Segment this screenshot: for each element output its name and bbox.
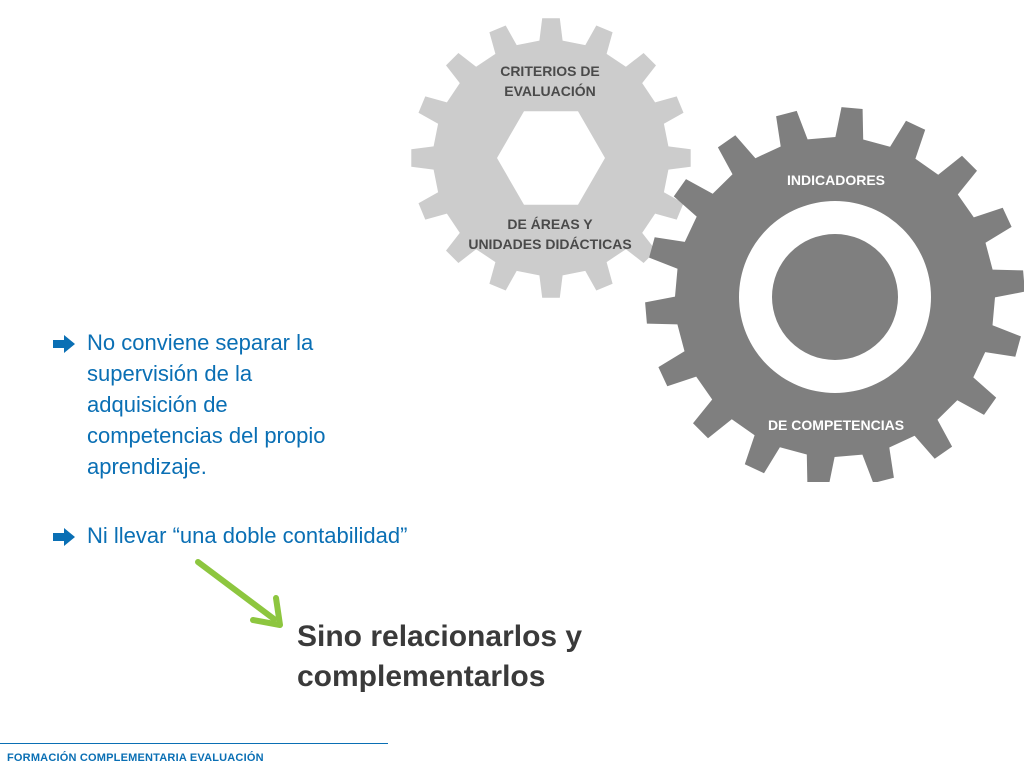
bullet-item: Ni llevar “una doble contabilidad” [52,520,407,551]
footer-title: FORMACIÓN COMPLEMENTARIA EVALUACIÓN [7,752,264,764]
bullet-item: No conviene separar la supervisión de la… [52,327,325,482]
light-gear-bottom-label-line2: UNIDADES DIDÁCTICAS [468,236,632,252]
light-gear-top-label: CRITERIOS DE EVALUACIÓN [450,61,650,101]
footer-divider [0,743,388,744]
right-arrow-icon [53,335,75,353]
bullet-text: Ni llevar “una doble contabilidad” [87,523,408,548]
conclusion-text: Sino relacionarlos y complementarlos [297,620,583,693]
light-gear-top-label-line1: CRITERIOS DE [500,63,600,79]
light-gear-top-label-line2: EVALUACIÓN [504,83,596,99]
light-gear-bottom-label: DE ÁREAS Y UNIDADES DIDÁCTICAS [440,214,660,254]
light-gear-icon [411,18,691,298]
bullet-text: No conviene separar la supervisión de la… [87,330,326,479]
light-gear-bottom-label-line1: DE ÁREAS Y [507,216,593,232]
dark-gear-bottom-label: DE COMPETENCIAS [767,417,905,433]
right-arrow-icon [53,528,75,546]
dark-gear-top-label: INDICADORES [786,172,885,188]
dark-gear-icon [645,107,1024,482]
green-arrow-icon [195,559,283,628]
